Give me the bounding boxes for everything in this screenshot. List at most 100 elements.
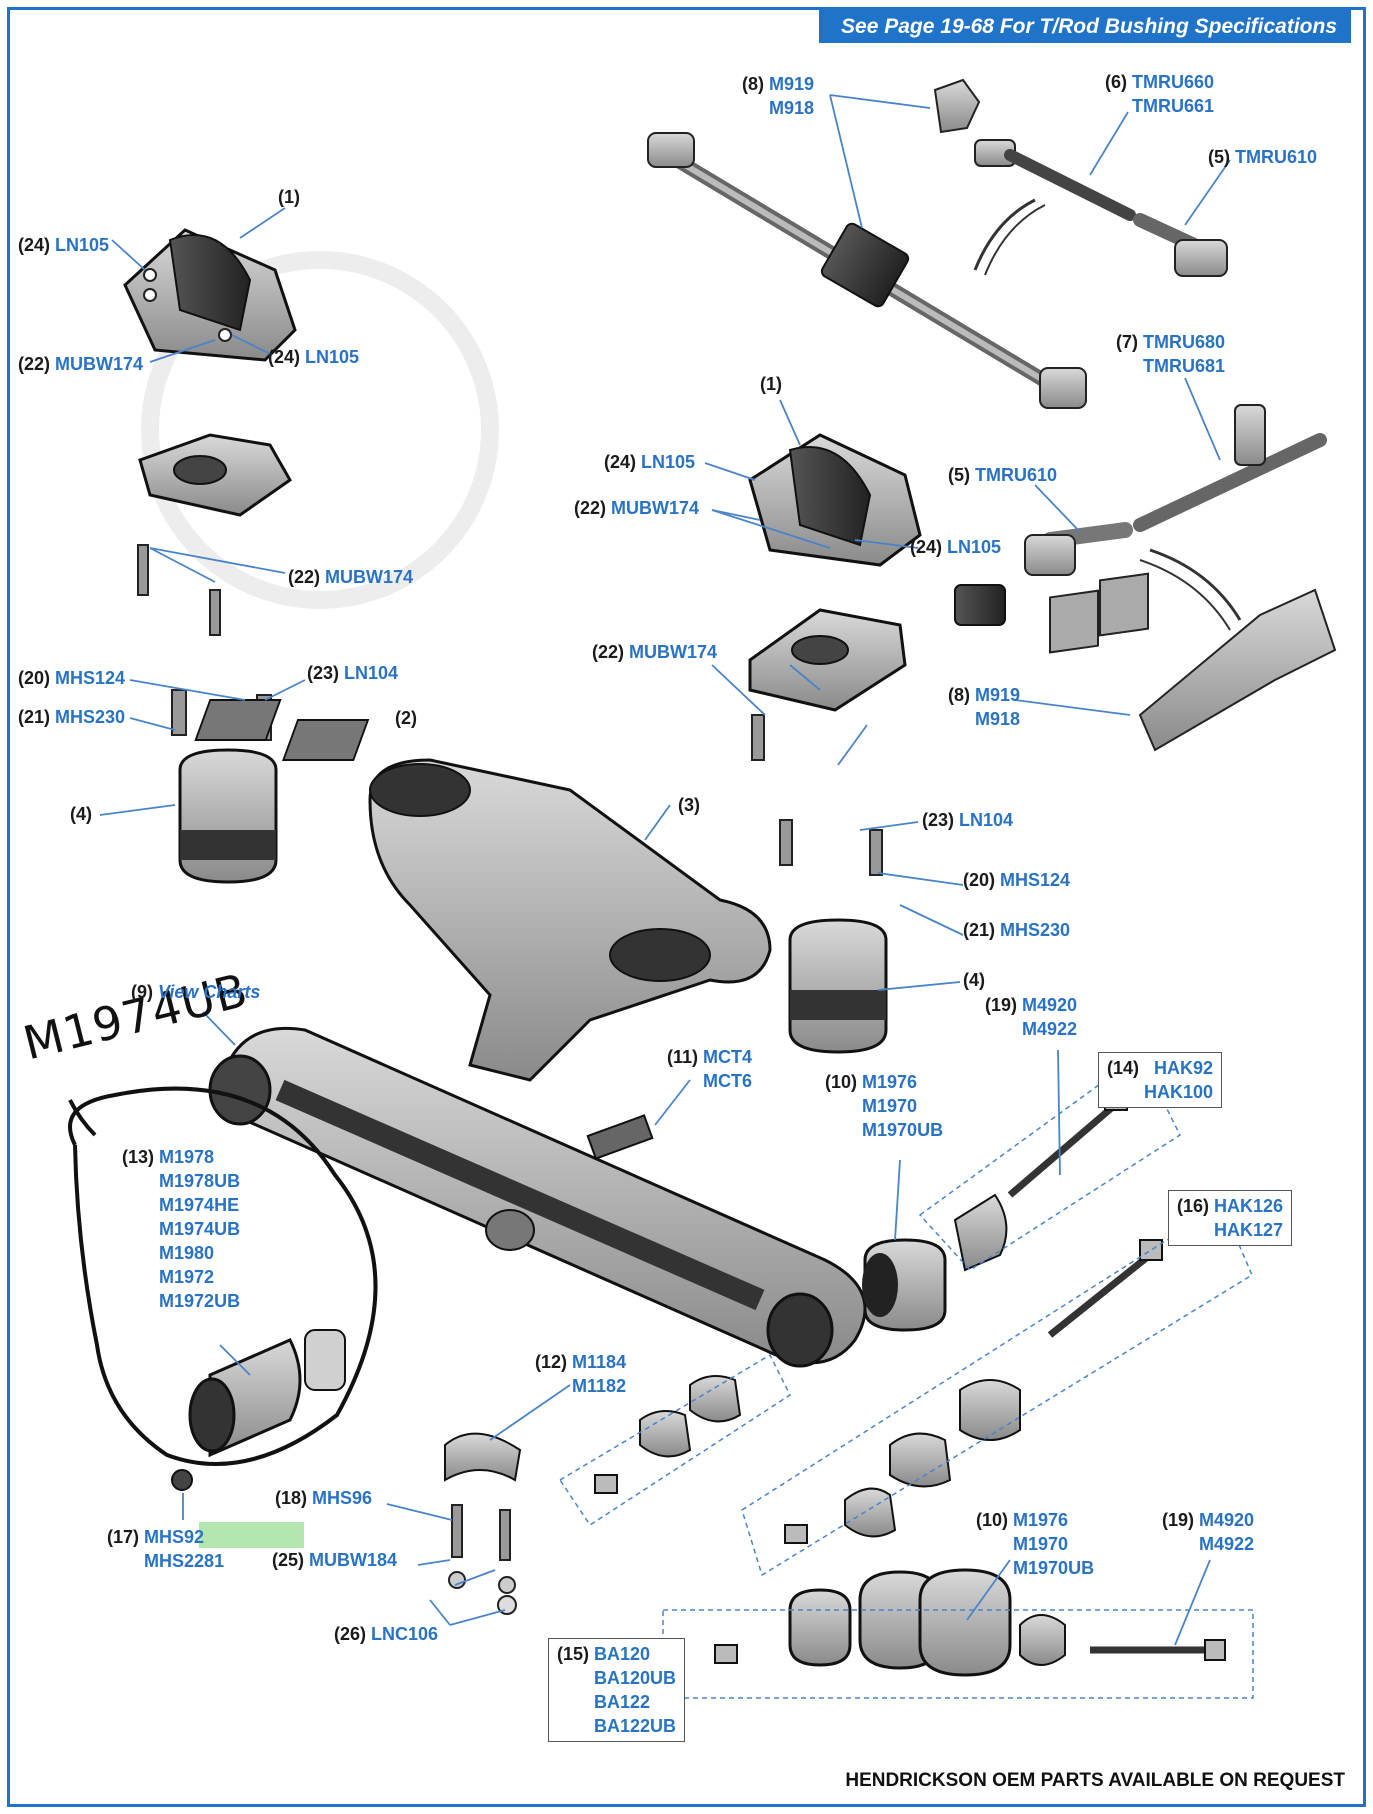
part-number-list: MUBW174 [325,565,413,589]
callout-number: (19) [1162,1510,1195,1530]
callout-number: (22) [288,567,321,587]
part-number: M4920 [1022,995,1078,1015]
callout-number: (24) [910,537,943,557]
callout-number: (8) [742,74,764,94]
part-number: LN105 [947,537,1002,557]
callout-c25: (25) MUBW184 [272,1548,397,1572]
part-number: TMRU681 [1143,356,1226,376]
part-number: M1978 [159,1147,215,1167]
kit-part-number: HAK92 [1154,1058,1214,1078]
clamp-assembly [444,1432,522,1615]
callout-number: (9) [131,982,153,1002]
callout-c23b: (23) LN104 [922,808,1013,832]
callout-c5a: (5) TMRU610 [1208,145,1317,169]
part-number: TMRU680 [1143,332,1226,352]
part-number: M4920 [1199,1510,1255,1530]
torque-rod-top [647,78,1087,409]
part-number: M4922 [1199,1534,1255,1554]
callout-c21a: (21) MHS230 [18,705,125,729]
part-number: MHS230 [1000,920,1071,940]
kit-part-number: HAK126 [1214,1196,1284,1216]
callout-number: (20) [963,870,996,890]
cross-tube-assembly [194,699,772,1082]
part-number-list: MHS124 [1000,868,1070,892]
kit-part-number: BA122 [594,1692,651,1712]
part-number: M1182 [572,1376,627,1396]
part-number: M4922 [1022,1019,1078,1039]
part-number: MHS2281 [144,1551,225,1571]
callout-number: (24) [268,347,301,367]
part-number: M1974UB [159,1219,241,1239]
callout-number: (2) [395,708,417,728]
part-number-list: MHS96 [312,1486,372,1510]
callout-number: (8) [948,685,970,705]
kit-number: (16) [1177,1196,1210,1216]
part-number[interactable]: View Charts [158,982,261,1002]
callout-c24c: (24) LN105 [604,450,695,474]
callout-c22d: (22) MUBW174 [592,640,717,664]
part-number: M1976 [862,1072,918,1092]
part-number: TMRU660 [1132,72,1215,92]
callout-number: (23) [922,810,955,830]
part-number-list: LN105 [55,233,109,257]
highlight-mark [199,1522,304,1548]
callout-number: (23) [307,663,340,683]
part-number: MHS230 [55,707,126,727]
part-number-list: MHS124 [55,666,125,690]
callout-number: (1) [278,187,300,207]
part-number: M1970 [862,1096,918,1116]
part-number-list: MUBW174 [55,352,143,376]
part-number: M918 [975,709,1021,729]
part-number: MUBW174 [55,354,144,374]
part-number-list: LN104 [344,661,398,685]
callout-c21b: (21) MHS230 [963,918,1070,942]
callout-number: (25) [272,1550,305,1570]
part-number-list: View Charts [158,980,260,1004]
callout-number: (4) [963,970,985,990]
callout-number: (13) [122,1147,155,1167]
part-number: MHS92 [144,1527,205,1547]
part-number-list: LN105 [305,345,359,369]
callout-c2: (2) [395,706,417,730]
callout-number: (3) [678,795,700,815]
part-number-list: MUBW174 [611,496,699,520]
kit-part-number: BA120UB [594,1668,677,1688]
part-number: MUBW174 [611,498,700,518]
callout-c5b: (5) TMRU610 [948,463,1057,487]
part-number: M1970 [1013,1534,1069,1554]
callout-number: (10) [976,1510,1009,1530]
part-number: M918 [769,98,815,118]
part-number: MUBW174 [629,642,718,662]
saddle-bracket-left [123,228,297,362]
callout-leaders [99,94,1231,1646]
part-number: M1970UB [1013,1558,1095,1578]
callout-number: (1) [760,374,782,394]
center-bushing [171,1329,346,1491]
page-reference-banner: See Page 19-68 For T/Rod Bushing Specifi… [819,10,1351,43]
part-number: M1980 [159,1243,215,1263]
part-number-list: MHS230 [55,705,125,729]
oem-notice: HENDRICKSON OEM PARTS AVAILABLE ON REQUE… [845,1770,1345,1791]
kit-part-number: BA120 [594,1644,651,1664]
part-number: LN105 [55,235,110,255]
